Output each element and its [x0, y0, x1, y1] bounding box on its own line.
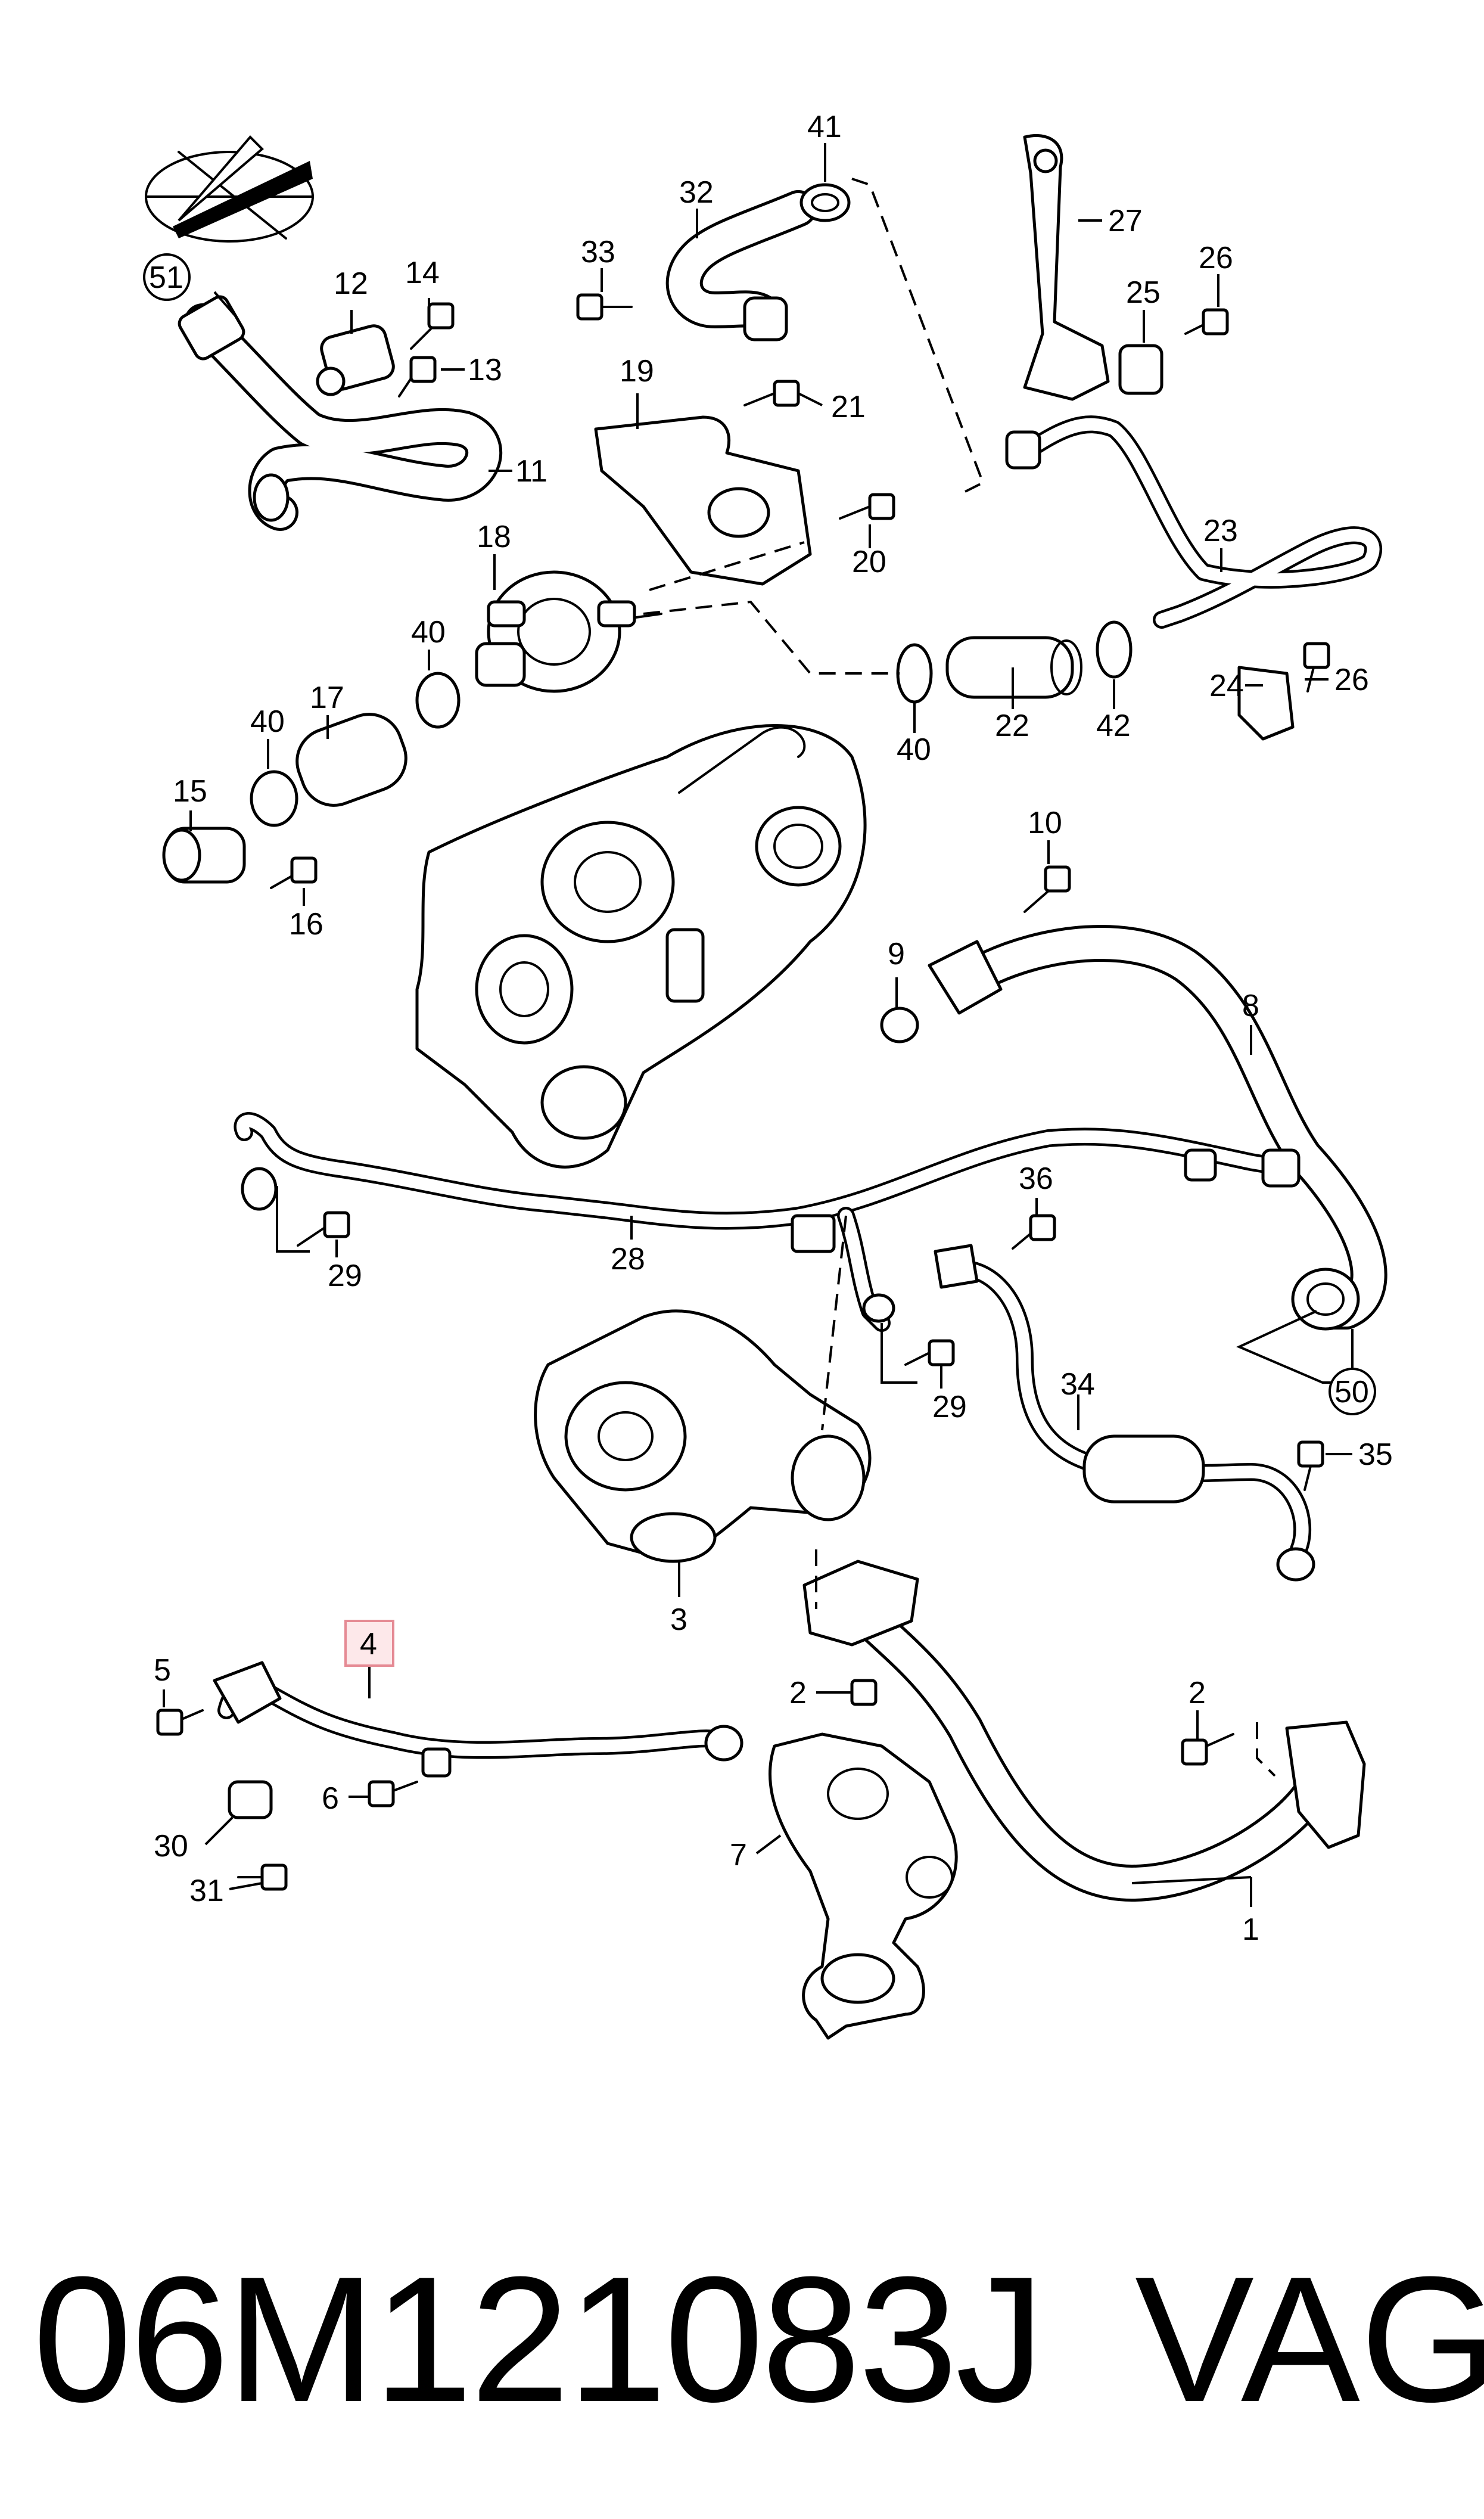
highlight-callout-4: [344, 1620, 394, 1667]
orientation-symbol-icon: [145, 135, 314, 243]
callout-26-right: 26: [1334, 663, 1369, 697]
bolt-14: [410, 302, 455, 350]
coolant-hose-11: [178, 295, 502, 531]
callout-4: 4: [360, 1627, 377, 1661]
bolt-29-right: [904, 1339, 955, 1366]
bolt-10: [1023, 865, 1071, 913]
sensor-30: [228, 1780, 273, 1819]
callout-11: 11: [515, 454, 547, 489]
callout-14: 14: [405, 256, 440, 290]
callout-15: 15: [173, 774, 207, 809]
clamp-41: [799, 183, 851, 222]
callout-1: 1: [1242, 1912, 1259, 1947]
callout-40-right: 40: [897, 732, 931, 767]
part-number: 06M121083J: [33, 2239, 1045, 2439]
callout-3: 3: [670, 1602, 687, 1637]
bolt-26-top: [1184, 308, 1229, 336]
callout-22: 22: [995, 709, 1029, 743]
callout-2-right: 2: [1189, 1676, 1206, 1710]
turbocharger: [415, 724, 867, 1169]
exploded-parts-diagram: 51 12 14 13 11 41 32 33 19 21 20 27 25 2…: [143, 110, 1393, 2040]
hose-34: [934, 1244, 1315, 1582]
flange-19: [594, 415, 812, 586]
fitting-15: [162, 827, 246, 884]
callout-13: 13: [468, 353, 502, 387]
bolt-35: [1297, 1440, 1324, 1491]
callout-29-left: 29: [328, 1259, 362, 1293]
callout-36: 36: [1019, 1161, 1053, 1196]
bolt-31: [237, 1863, 288, 1891]
hose-holder-12: [316, 324, 395, 396]
callout-32: 32: [679, 175, 714, 210]
bracket-27: [1023, 133, 1110, 401]
callout-35: 35: [1358, 1437, 1393, 1472]
seal-ring-9: [880, 1007, 919, 1043]
pump-18: [475, 570, 662, 693]
clamp-42: [1096, 620, 1133, 679]
hose-17: [295, 713, 407, 807]
clamp-40-mid: [415, 672, 461, 729]
brand-label: VAG: [1135, 2239, 1484, 2439]
callout-33: 33: [581, 235, 615, 269]
coolant-pipe-4: [213, 1661, 743, 1778]
thermostat-housing-7: [769, 1732, 958, 2040]
callout-23: 23: [1203, 514, 1238, 548]
bolt-26-right: [1303, 642, 1330, 692]
callout-9: 9: [888, 937, 905, 971]
callout-5: 5: [154, 1653, 171, 1688]
callout-28: 28: [611, 1242, 645, 1276]
callout-12: 12: [334, 266, 368, 301]
callout-6: 6: [322, 1781, 339, 1816]
clamp-40-left: [250, 770, 298, 827]
callout-41: 41: [807, 110, 842, 144]
callout-8: 8: [1242, 989, 1259, 1023]
callout-10: 10: [1028, 806, 1062, 840]
callout-2-left: 2: [789, 1676, 807, 1710]
bolt-33: [576, 293, 633, 321]
hose-22: [945, 636, 1082, 699]
bolt-20: [839, 493, 895, 520]
hose-32: [665, 190, 817, 341]
bolt-6: [368, 1780, 418, 1807]
callout-51: 51: [149, 260, 183, 295]
callout-24: 24: [1209, 669, 1244, 703]
callout-21: 21: [831, 390, 866, 424]
callout-7: 7: [730, 1838, 747, 1872]
callout-50: 50: [1334, 1375, 1369, 1409]
bolt-21: [743, 380, 800, 407]
callout-25: 25: [1126, 275, 1161, 310]
callout-40-mid: 40: [411, 615, 446, 650]
bolt-5: [156, 1709, 204, 1736]
callout-30: 30: [154, 1829, 188, 1863]
callout-20: 20: [852, 545, 886, 579]
bracket-24: [1237, 666, 1295, 741]
clip-25: [1118, 344, 1163, 395]
bolt-13: [398, 356, 437, 397]
callout-17: 17: [310, 681, 344, 715]
bolt-2-left: [833, 1679, 878, 1706]
callout-16: 16: [289, 907, 323, 942]
bolt-16: [270, 856, 318, 889]
callout-31: 31: [189, 1874, 224, 1908]
bolt-29-left: [297, 1211, 350, 1247]
clamp-40-right: [896, 643, 933, 704]
pipe-23: [1005, 415, 1382, 629]
bolt-2-right: [1181, 1733, 1234, 1766]
dashed-connectors: [643, 178, 1276, 1777]
coolant-hose-1: [802, 1560, 1366, 1902]
callout-18: 18: [477, 520, 511, 554]
coolant-pipe-28: [234, 1112, 1301, 1332]
callout-labels: 51 12 14 13 11 41 32 33 19 21 20 27 25 2…: [143, 110, 1393, 1947]
callout-26-top: 26: [1199, 241, 1233, 275]
callout-27: 27: [1108, 204, 1143, 238]
leader-lines: [163, 143, 1354, 1907]
bolt-36: [1012, 1214, 1056, 1250]
callout-40-left: 40: [250, 704, 285, 739]
callout-29-right: 29: [932, 1390, 967, 1424]
callout-34: 34: [1060, 1367, 1095, 1402]
callout-42: 42: [1096, 709, 1131, 743]
water-pump-3: [534, 1309, 872, 1563]
callout-19: 19: [620, 354, 654, 389]
